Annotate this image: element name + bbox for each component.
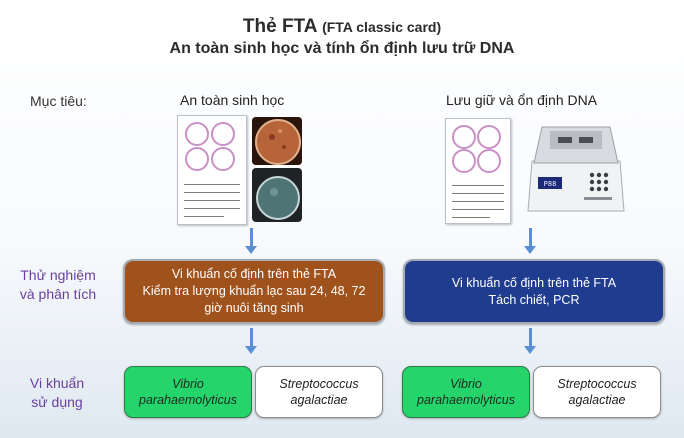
row-label-test: Thử nghiệm và phân tích	[8, 266, 108, 304]
left-heading: An toàn sinh học	[180, 92, 285, 108]
process-line: Vi khuẩn cố định trên thẻ FTA	[171, 267, 337, 281]
row-label-bacteria-line2: sử dụng	[31, 394, 83, 410]
down-arrow-shaft-right-2	[529, 328, 532, 348]
pcr-machine-image: P88	[524, 119, 628, 215]
bacteria-name: Streptococcus	[279, 377, 359, 391]
petri-dish-image-2	[252, 168, 302, 222]
down-arrow-icon	[524, 246, 536, 254]
bacteria-box-vibrio-left: Vibrio parahaemolyticus	[124, 366, 252, 418]
down-arrow-shaft-left-2	[250, 328, 253, 348]
process-box-dna: Vi khuẩn cố định trên thẻ FTA Tách chiết…	[403, 259, 665, 324]
bacteria-name: Vibrio	[172, 377, 204, 391]
title-main: Thẻ FTA	[242, 16, 317, 37]
bacteria-name: Streptococcus	[557, 377, 637, 391]
page-title: Thẻ FTA (FTA classic card)	[0, 16, 684, 38]
right-heading: Lưu giữ và ổn định DNA	[446, 92, 598, 108]
title-paren: (FTA classic card)	[322, 19, 442, 35]
row-label-test-line2: và phân tích	[19, 286, 97, 302]
row-label-objective: Mục tiêu:	[30, 93, 87, 109]
down-arrow-shaft-left-1	[250, 228, 253, 248]
bacteria-box-strep-right: Streptococcus agalactiae	[533, 366, 661, 418]
petri-dish-image	[252, 117, 302, 165]
process-line: Vi khuẩn cố định trên thẻ FTA	[451, 275, 617, 290]
svg-text:P88: P88	[544, 180, 557, 188]
page-subtitle: An toàn sinh học và tính ổn định lưu trữ…	[169, 40, 515, 57]
bacteria-name: Vibrio	[450, 377, 482, 391]
process-line: Tách chiết, PCR	[488, 292, 580, 307]
bacteria-box-strep-left: Streptococcus agalactiae	[255, 366, 383, 418]
process-box-biosafety: Vi khuẩn cố định trên thẻ FTA Kiểm tra l…	[123, 259, 385, 324]
bacteria-name: agalactiae	[568, 393, 626, 407]
process-line: giờ nuôi tăng sinh	[204, 301, 304, 315]
row-label-test-line1: Thử nghiệm	[20, 267, 96, 283]
down-arrow-icon	[245, 246, 257, 254]
down-arrow-icon	[524, 346, 536, 354]
bacteria-name: agalactiae	[290, 393, 348, 407]
row-label-bacteria-line1: Vi khuẩn	[29, 375, 85, 391]
row-label-bacteria: Vi khuẩn sử dụng	[14, 374, 100, 412]
down-arrow-shaft-right-1	[529, 228, 532, 248]
process-line: Kiểm tra lượng khuẩn lạc sau 24, 48, 72	[142, 284, 366, 298]
down-arrow-icon	[245, 346, 257, 354]
bacteria-name: parahaemolyticus	[417, 393, 515, 407]
bacteria-box-vibrio-right: Vibrio parahaemolyticus	[402, 366, 530, 418]
fta-card-icon-right	[445, 118, 511, 224]
bacteria-name: parahaemolyticus	[139, 393, 237, 407]
fta-card-icon	[177, 115, 247, 225]
